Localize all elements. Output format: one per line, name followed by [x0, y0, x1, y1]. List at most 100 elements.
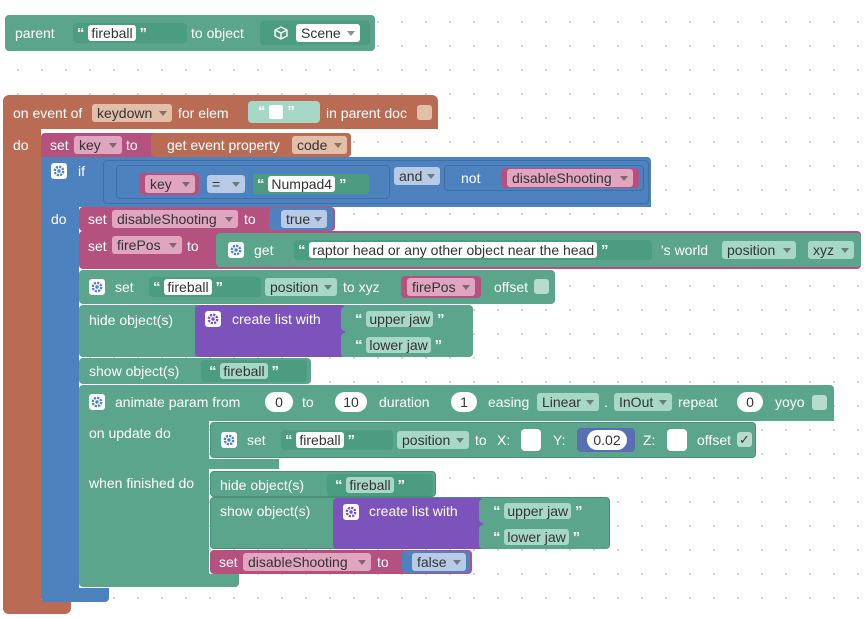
key-var-dropdown[interactable]: key — [74, 136, 122, 154]
z-empty-input[interactable] — [667, 429, 687, 451]
show-object-name[interactable]: fireball — [220, 363, 268, 379]
create-list-label: create list with — [369, 503, 458, 519]
finish-create-list-gear-icon[interactable] — [343, 504, 359, 520]
key-getter-dropdown[interactable]: key — [145, 175, 195, 193]
z-label: Z: — [643, 432, 656, 448]
finish-create-list-block[interactable]: create list with — [333, 498, 483, 549]
quote-open-icon: “ — [355, 337, 363, 354]
list-item-string[interactable]: “ upper jaw ” — [341, 307, 471, 331]
event-block[interactable]: on event of keydown for elem “ ” in pare… — [3, 95, 438, 129]
parent-object-name[interactable]: fireball — [88, 25, 136, 41]
finish-list-item-value[interactable]: upper jaw — [504, 503, 572, 519]
update-object-string[interactable]: “ fireball ” — [281, 430, 393, 450]
to-number[interactable]: 10 — [335, 392, 367, 412]
disable-false-var-dropdown[interactable]: disableShooting — [243, 553, 371, 571]
finish-hide-object[interactable]: fireball — [346, 477, 394, 493]
finish-hide-string[interactable]: “ fireball ” — [327, 474, 433, 496]
yoyo-checkbox[interactable] — [812, 395, 827, 410]
update-gear-icon[interactable] — [221, 432, 237, 448]
finish-list-item-string[interactable]: “ lower jaw ” — [479, 525, 609, 549]
elem-value[interactable] — [269, 105, 284, 120]
if-gear-icon[interactable] — [51, 163, 67, 179]
finish-list-item-value[interactable]: lower jaw — [504, 529, 569, 545]
show-fireball-block[interactable]: show object(s) “ fireball ” — [79, 358, 311, 384]
scene-dropdown[interactable]: Scene — [296, 24, 360, 42]
get-gear-icon[interactable] — [228, 242, 244, 258]
logic-op-dropdown[interactable]: and — [394, 167, 440, 185]
and-block[interactable]: key = “ Numpad4 ” and not disableShootin… — [103, 160, 649, 204]
repeat-number[interactable]: 0 — [737, 392, 763, 412]
quote-open-icon: “ — [355, 311, 363, 328]
firepos-getter-dropdown[interactable]: firePos — [407, 278, 475, 296]
hide-jaws-block[interactable]: hide object(s) create list with “ upper … — [79, 305, 473, 357]
get-event-property-block[interactable]: get event property code — [151, 133, 351, 157]
position-object-name[interactable]: fireball — [164, 279, 212, 295]
if-block[interactable]: if key = “ Numpad4 ” and not disableShoo… — [41, 157, 651, 207]
easing-dropdown[interactable]: Linear — [537, 393, 599, 411]
scene-slot[interactable]: Scene — [260, 21, 370, 45]
set-disable-false-block[interactable]: set disableShooting to false — [210, 550, 472, 574]
list-item-value[interactable]: lower jaw — [366, 337, 431, 353]
list-item-value[interactable]: upper jaw — [366, 311, 434, 327]
duration-number[interactable]: 1 — [451, 392, 477, 412]
finish-hide-block[interactable]: hide object(s) “ fireball ” — [210, 471, 436, 497]
position-object-string[interactable]: “ fireball ” — [149, 277, 261, 297]
in-parent-doc-label: in parent doc — [326, 105, 407, 121]
firepos-getter[interactable]: firePos — [401, 276, 481, 298]
on-event-of-label: on event of — [13, 105, 83, 121]
x-empty-input[interactable] — [521, 429, 541, 451]
in-parent-doc-checkbox[interactable] — [417, 105, 432, 120]
event-block-bottom — [3, 600, 71, 614]
set-position-gear-icon[interactable] — [89, 279, 105, 295]
set-position-block[interactable]: set “ fireball ” position to xyz firePos… — [79, 270, 555, 304]
get-world-property-block[interactable]: get “ raptor head or any other object ne… — [216, 233, 861, 267]
y-value-block[interactable]: 0.02 — [577, 428, 635, 452]
compare-block[interactable]: key = “ Numpad4 ” — [116, 165, 390, 199]
disable-var-dropdown[interactable]: disableShooting — [112, 210, 238, 228]
finish-show-block[interactable]: show object(s) create list with “ upper … — [210, 497, 610, 549]
offset-checkbox[interactable] — [534, 279, 549, 294]
update-set-block[interactable]: set “ fireball ” position to X: Y: 0.02 … — [210, 422, 756, 458]
event-property-dropdown[interactable]: code — [292, 136, 347, 154]
parent-object-string[interactable]: “ fireball ” — [73, 23, 187, 43]
update-property-dropdown[interactable]: position — [397, 431, 469, 449]
finish-list-item-string[interactable]: “ upper jaw ” — [479, 499, 609, 523]
from-number[interactable]: 0 — [265, 392, 293, 412]
world-property-dropdown[interactable]: position — [722, 241, 796, 259]
bool-false-dropdown[interactable]: false — [412, 553, 466, 571]
animate-gear-icon[interactable] — [89, 394, 105, 410]
quote-open-icon: “ — [493, 503, 501, 520]
quote-close-icon: ” — [338, 176, 347, 193]
update-object-name[interactable]: fireball — [296, 432, 344, 448]
bool-false-block[interactable]: false — [402, 551, 470, 573]
not-block[interactable]: not disableShooting — [444, 165, 644, 191]
compare-value[interactable]: Numpad4 — [268, 176, 336, 192]
easing-mode-dropdown[interactable]: InOut — [614, 393, 672, 411]
set-label: set — [88, 211, 107, 227]
animate-block[interactable]: animate param from 0 to 10 duration 1 ea… — [79, 385, 834, 421]
head-object-string[interactable]: “ raptor head or any other object near t… — [294, 240, 652, 260]
bool-true-block[interactable]: true — [269, 208, 333, 230]
bool-true-dropdown[interactable]: true — [281, 210, 327, 228]
show-object-string[interactable]: “ fireball ” — [201, 360, 307, 382]
parent-block[interactable]: parent “ fireball ” to object Scene — [5, 15, 375, 51]
component-dropdown[interactable]: xyz — [808, 241, 854, 259]
create-list-gear-icon[interactable] — [205, 311, 221, 327]
set-firepos-block[interactable]: set firePos to get “ raptor head or any … — [79, 231, 861, 269]
operator-dropdown[interactable]: = — [207, 175, 245, 193]
key-getter[interactable]: key — [139, 173, 199, 195]
position-property-dropdown[interactable]: position — [265, 278, 337, 296]
disable-shooting-getter[interactable]: disableShooting — [501, 168, 639, 188]
head-object-name[interactable]: raptor head or any other object near the… — [309, 242, 598, 258]
create-list-block[interactable]: create list with — [195, 305, 345, 357]
firepos-var-dropdown[interactable]: firePos — [112, 236, 182, 254]
compare-string[interactable]: “ Numpad4 ” — [253, 174, 369, 194]
event-type-dropdown[interactable]: keydown — [92, 104, 172, 122]
list-item-string[interactable]: “ lower jaw ” — [341, 333, 471, 357]
set-key-block[interactable]: set key to get event property code — [41, 133, 351, 157]
set-disable-true-block[interactable]: set disableShooting to true — [79, 207, 335, 231]
y-value-number[interactable]: 0.02 — [587, 430, 627, 450]
disable-shooting-getter-dropdown[interactable]: disableShooting — [507, 169, 633, 187]
elem-string[interactable]: “ ” — [248, 101, 320, 123]
offset-checkbox[interactable]: ✓ — [737, 432, 752, 447]
